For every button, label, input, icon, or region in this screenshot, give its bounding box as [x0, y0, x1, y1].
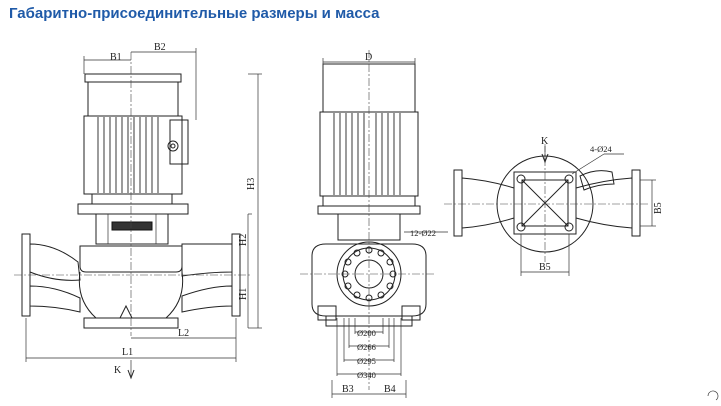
dim-b4: B4: [384, 384, 396, 395]
side-motor-top: [87, 81, 179, 117]
front-view: D 12-Ø22 Ø200 Ø266 Ø295 Ø340 B3 B4: [300, 50, 448, 398]
dim-b5-horizontal: B5: [539, 262, 551, 273]
top-mounting-holes: [516, 174, 574, 232]
dim-b2: B2: [154, 42, 166, 53]
dim-d295: Ø295: [357, 356, 376, 366]
side-inlet-pipe: [29, 243, 81, 281]
dim-h1: H1: [238, 288, 249, 300]
top-terminal-box: [579, 170, 615, 191]
dim-b1: B1: [110, 52, 122, 63]
dim-top-holes: 4-Ø24: [590, 144, 612, 154]
side-motor-fins: [97, 117, 159, 193]
side-lantern: [95, 213, 169, 245]
dim-d340: Ø340: [357, 370, 376, 380]
dim-b5-vertical: B5: [653, 202, 664, 214]
top-inlet-flange: [453, 169, 463, 237]
side-view: B1 B2 H3 H2 H1 L1 L2 K: [14, 42, 262, 380]
dim-l2: L2: [178, 328, 189, 339]
dim-d266: Ø266: [357, 342, 376, 352]
side-motor-body: [83, 115, 183, 195]
front-motor-fins: [333, 113, 401, 195]
side-motor-flange: [77, 203, 189, 215]
top-inlet-pipe: [461, 177, 515, 229]
top-view: K 4-Ø24 B5 B5: [444, 136, 664, 276]
top-outlet-flange: [631, 169, 641, 237]
dim-b3: B3: [342, 384, 354, 395]
dim-h2: H2: [238, 234, 249, 246]
page-title: Габаритно-присоединительные размеры и ма…: [9, 5, 380, 22]
dim-l1: L1: [122, 347, 133, 358]
dim-d200: Ø200: [357, 328, 376, 338]
side-cable-gland: [167, 140, 179, 152]
side-outlet-pipe: [181, 243, 233, 277]
dim-h3: H3: [246, 178, 257, 190]
top-outlet-pipe: [575, 177, 633, 229]
corner-arc-icon: [707, 390, 719, 401]
side-terminal-box: [169, 119, 189, 165]
top-view-k-label: K: [541, 136, 549, 147]
view-arrow-k-label: K: [114, 365, 122, 376]
dim-front-holes: 12-Ø22: [410, 228, 436, 238]
dim-d: D: [365, 52, 372, 63]
side-motor-fan-cover: [84, 73, 182, 83]
